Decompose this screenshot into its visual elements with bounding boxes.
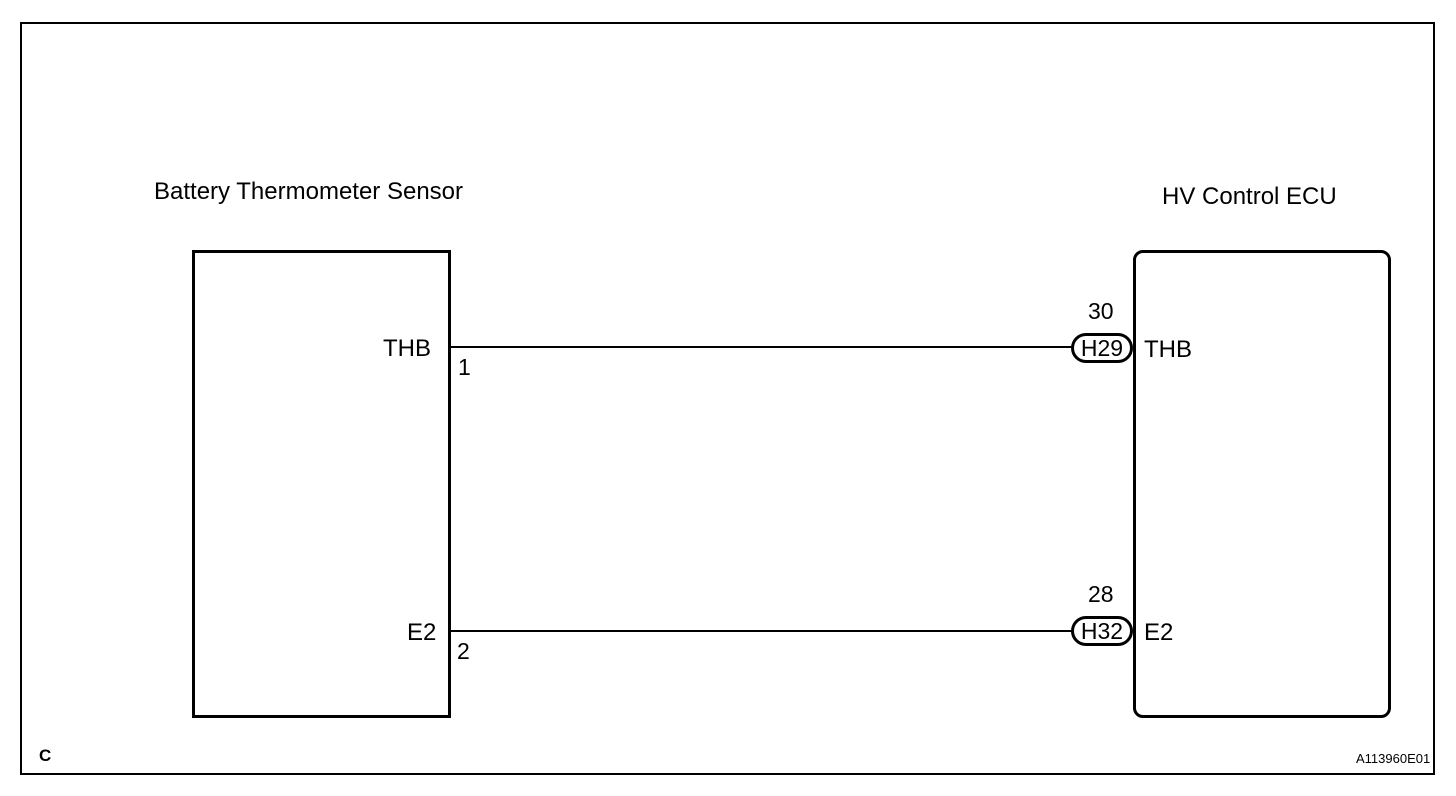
sensor-pin-1: 1 [458, 354, 471, 380]
ecu-title: HV Control ECU [1162, 183, 1337, 210]
connector-h32: H32 [1071, 616, 1133, 646]
ecu-pin-30: 30 [1088, 298, 1114, 324]
sensor-pin-2: 2 [457, 638, 470, 664]
ecu-box [1133, 250, 1391, 718]
wire-thb [451, 346, 1072, 348]
ecu-terminal-thb: THB [1144, 336, 1192, 363]
wire-e2 [451, 630, 1072, 632]
connector-h29: H29 [1071, 333, 1133, 363]
ecu-terminal-e2: E2 [1144, 619, 1174, 646]
figure-id: A113960E01 [1356, 751, 1431, 766]
sensor-box [192, 250, 451, 718]
sensor-title: Battery Thermometer Sensor [154, 178, 464, 205]
ecu-pin-28: 28 [1088, 581, 1114, 607]
diagram-frame [20, 22, 1435, 775]
sensor-terminal-thb: THB [383, 335, 431, 362]
sensor-terminal-e2: E2 [407, 619, 437, 646]
corner-letter: C [39, 746, 52, 765]
